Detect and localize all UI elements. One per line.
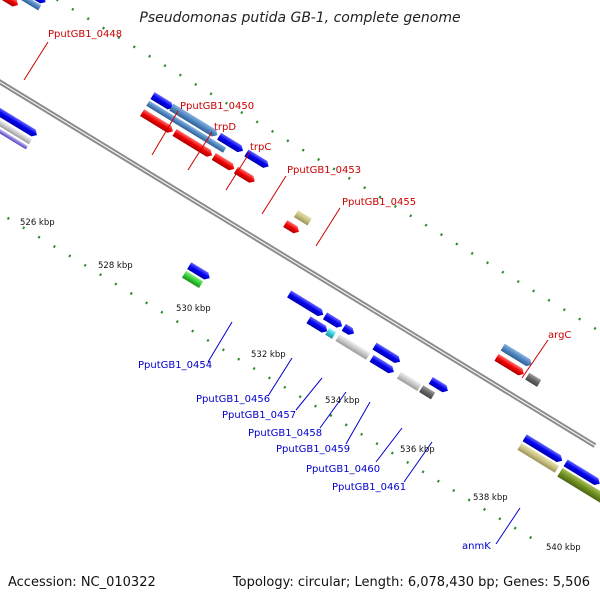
gene-pputgb1-0459[interactable] <box>335 334 371 360</box>
gene-red-0455 <box>283 220 299 234</box>
kbp-label-528: 528 kbp <box>98 261 133 271</box>
gene-blue-535b <box>372 342 401 364</box>
bottom-callout-lines <box>207 321 521 545</box>
label-pputgb1-0455[interactable]: PputGB1_0455 <box>342 197 416 208</box>
label-pputgb1-0459[interactable]: PputGB1_0459 <box>276 444 350 455</box>
kbp-label-538: 538 kbp <box>473 493 508 503</box>
label-pputgb1-0454[interactable]: PputGB1_0454 <box>138 360 212 371</box>
gene-pputgb1-0454[interactable] <box>181 270 204 289</box>
gene-pputgb1-0461[interactable] <box>419 385 436 400</box>
top-callout-lines <box>23 41 549 379</box>
gene-pputgb1-0455[interactable] <box>293 210 312 226</box>
gene-gray-526 <box>0 107 33 145</box>
gene-trpd[interactable] <box>169 103 219 139</box>
gene-red-0448 <box>0 0 18 7</box>
gene-pputgb1-0450[interactable] <box>150 92 175 111</box>
gene-red-0453 <box>233 166 255 183</box>
gene-red-trp-2 <box>172 129 213 157</box>
gene-blue-535 <box>369 354 394 374</box>
label-pputgb1-0456[interactable]: PputGB1_0456 <box>196 394 270 405</box>
kbp-label-540: 540 kbp <box>546 543 581 553</box>
upper-dotted-track <box>0 0 600 362</box>
kbp-label-534: 534 kbp <box>325 396 360 406</box>
label-anmk[interactable]: anmK <box>462 541 491 552</box>
gene-blue-538 <box>522 434 563 463</box>
genome-title: Pseudomonas putida GB-1, complete genome <box>139 10 460 26</box>
label-pputgb1-0448[interactable]: PputGB1_0448 <box>48 29 122 40</box>
gene-blue-536 <box>428 377 448 393</box>
genome-track <box>0 0 600 543</box>
label-argc[interactable]: argC <box>548 330 571 341</box>
gene-pputgb1-0457[interactable] <box>306 316 329 334</box>
gene-pputgb1-0456[interactable] <box>287 290 325 318</box>
gene-red-trp-3 <box>211 153 235 171</box>
gene-pputgb1-0458[interactable] <box>325 327 337 339</box>
gene-blue-530 <box>187 262 210 280</box>
label-trpd[interactable]: trpD <box>214 122 236 133</box>
lower-dotted-track <box>0 122 538 543</box>
kbp-label-536: 536 kbp <box>400 445 435 455</box>
label-pputgb1-0453[interactable]: PputGB1_0453 <box>287 165 361 176</box>
label-trpc[interactable]: trpC <box>250 142 271 153</box>
gene-red-trp-1 <box>140 109 173 133</box>
label-pputgb1-0457[interactable]: PputGB1_0457 <box>222 410 296 421</box>
gene-anmk[interactable] <box>517 442 560 473</box>
gene-argc-gray <box>525 372 542 387</box>
accession-text: Accession: NC_010322 <box>8 575 156 590</box>
label-pputgb1-0458[interactable]: PputGB1_0458 <box>248 428 322 439</box>
label-pputgb1-0460[interactable]: PputGB1_0460 <box>306 464 380 475</box>
kbp-label-530: 530 kbp <box>176 304 211 314</box>
backbone-highlight <box>0 28 596 447</box>
label-pputgb1-0461[interactable]: PputGB1_0461 <box>332 482 406 493</box>
gene-purple-526 <box>0 114 28 150</box>
gene-band-0448 <box>0 0 42 11</box>
gene-argc-band <box>500 343 532 367</box>
backbone-line <box>0 26 597 448</box>
gene-blue-533a <box>322 312 343 328</box>
gene-argc[interactable] <box>494 353 525 378</box>
gene-trpd-band <box>146 100 227 153</box>
gene-pputgb1-0453[interactable] <box>244 149 270 170</box>
label-pputgb1-0450[interactable]: PputGB1_0450 <box>180 101 254 112</box>
gene-trpc[interactable] <box>217 132 245 154</box>
gene-pputgb1-0460[interactable] <box>396 371 422 391</box>
gene-blue-526 <box>0 99 37 137</box>
kbp-label-532: 532 kbp <box>251 350 286 360</box>
gene-blue-539 <box>563 459 600 486</box>
gene-blue-533b <box>341 323 355 335</box>
gene-olive-539 <box>557 467 600 506</box>
kbp-label-526: 526 kbp <box>20 218 55 228</box>
topology-text: Topology: circular; Length: 6,078,430 bp… <box>232 575 590 590</box>
